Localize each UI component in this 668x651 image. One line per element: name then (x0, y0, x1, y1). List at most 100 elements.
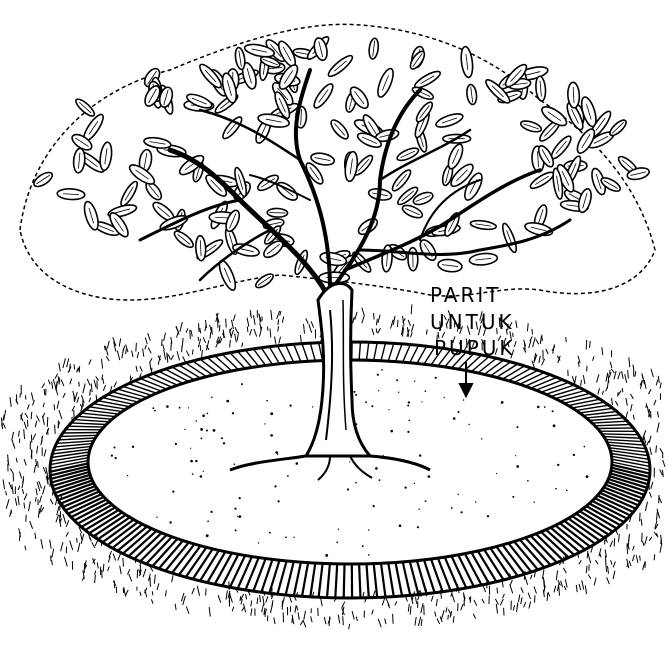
grass-stroke (635, 371, 636, 377)
grass-stroke (274, 618, 275, 625)
trench-hatch-line (344, 564, 345, 598)
grass-stroke (22, 489, 23, 494)
ground-speckle (425, 390, 427, 392)
grass-stroke (503, 594, 505, 598)
grass-stroke (565, 579, 567, 587)
grass-stroke (395, 601, 397, 605)
grass-stroke (534, 587, 537, 594)
ground-speckle (234, 508, 236, 510)
grass-stroke (663, 460, 665, 467)
grass-stroke (610, 362, 612, 368)
ground-speckle (435, 377, 437, 379)
grass-stroke (67, 358, 69, 367)
ground-speckle (534, 502, 535, 503)
trench-hatch-line (597, 428, 633, 429)
ground-speckle (390, 430, 393, 433)
grass-stroke (59, 410, 62, 419)
grass-stroke (20, 472, 22, 479)
grass-stroke (628, 370, 629, 378)
ground-speckle (238, 515, 241, 518)
grass-stroke (41, 507, 44, 512)
trench-hatch-line (374, 343, 378, 361)
grass-stroke (461, 604, 463, 610)
trench-hatch-line (230, 353, 245, 369)
grass-stroke (143, 569, 146, 578)
grass-stroke (421, 619, 422, 626)
grass-stroke (151, 599, 153, 603)
grass-stroke (626, 398, 627, 406)
trench-hatch-line (179, 365, 201, 378)
grass-stroke (594, 578, 596, 586)
ground-speckle (232, 412, 234, 414)
grass-stroke (254, 329, 257, 337)
trench-hatch-line (302, 344, 308, 362)
ground-speckle (418, 509, 419, 510)
grass-stroke (607, 577, 610, 584)
trench-hatch-line (445, 557, 459, 589)
grass-stroke (588, 575, 591, 579)
grass-stroke (48, 380, 50, 385)
grass-stroke (374, 313, 375, 320)
ground-speckle (270, 434, 273, 437)
grass-stroke (529, 340, 531, 348)
grass-stroke (540, 336, 541, 344)
grass-stroke (95, 571, 96, 575)
grass-stroke (92, 542, 95, 547)
ground-speckle (111, 455, 113, 457)
grass-stroke (117, 351, 120, 361)
grass-stroke (629, 357, 630, 367)
trench-hatch-line (286, 562, 294, 595)
ground-speckle (421, 401, 422, 402)
grass-stroke (260, 595, 261, 602)
grass-stroke (304, 611, 306, 620)
grass-stroke (527, 323, 528, 331)
trench-hatch-line (310, 563, 315, 597)
grass-stroke (30, 521, 33, 529)
ground-speckle (277, 454, 278, 455)
grass-stroke (175, 604, 176, 610)
grass-stroke (548, 592, 550, 596)
grass-stroke (656, 380, 658, 386)
ground-speckle (377, 374, 379, 376)
trench-hatch-line (388, 343, 394, 361)
grass-stroke (452, 594, 455, 602)
grass-stroke (474, 600, 477, 606)
ground-speckle (200, 475, 203, 478)
grass-stroke (12, 440, 13, 445)
ground-speckle (132, 446, 134, 448)
grass-stroke (242, 607, 245, 611)
grass-stroke (38, 508, 39, 517)
ground-speckle (399, 524, 402, 527)
ground-speckle (481, 438, 482, 439)
ground-speckle (414, 483, 415, 484)
ground-speckle (195, 460, 197, 462)
ground-speckle (451, 507, 453, 509)
grass-stroke (123, 558, 124, 567)
ground-speckle (275, 451, 278, 454)
ground-speckle (211, 397, 213, 399)
grass-stroke (372, 610, 374, 615)
ground-speckle (156, 517, 157, 518)
grass-stroke (519, 595, 520, 602)
grass-stroke (566, 337, 567, 342)
ground-speckle (408, 420, 410, 422)
grass-stroke (202, 350, 203, 358)
trench-hatch-line (68, 426, 104, 427)
grass-stroke (646, 403, 647, 408)
grass-stroke (192, 588, 195, 594)
grass-stroke (103, 378, 104, 384)
grass-stroke (535, 595, 536, 602)
trench-hatch-line (200, 359, 219, 374)
trench-hatch-line (319, 563, 323, 597)
grass-stroke (629, 561, 631, 566)
ground-speckle (336, 542, 338, 544)
grass-stroke (171, 342, 172, 351)
grass-stroke (150, 577, 151, 587)
grass-stroke (411, 332, 413, 337)
ground-speckle (179, 407, 181, 409)
ground-speckle (407, 431, 409, 433)
grass-stroke (563, 568, 566, 573)
grass-stroke (554, 586, 556, 593)
grass-stroke (247, 326, 248, 332)
ground-speckle (544, 406, 546, 408)
